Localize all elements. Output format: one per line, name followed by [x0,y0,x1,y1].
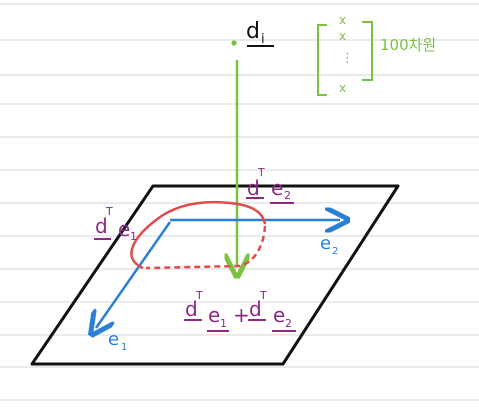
vector-entry-3: ⋮ [341,51,354,66]
vector-entry-4: x [339,81,346,95]
proj-e2-vec: e [271,176,283,200]
sum-plus: + [233,303,250,327]
proj-e1-d: d [95,214,108,238]
sum-term2-d: d [249,297,262,321]
vector-entry-2: x [339,29,346,43]
proj-e1-sup: T [105,205,113,218]
sum-term2-vec-sub: 2 [285,317,292,330]
proj-e1-vec: e [118,217,130,241]
vector-entry-1: x [339,13,346,27]
plane-parallelogram [30,184,400,366]
projection-region-solid [130,200,267,270]
proj-e2-sup: T [257,166,265,179]
proj-e2-d: d [247,176,260,200]
axis-e1-label-sub: 1 [121,342,127,353]
sum-term1-d: d [185,297,198,321]
proj-e2-vec-sub: 2 [284,189,291,202]
proj-e1-vec-sub: 1 [130,230,137,243]
sum-term1-vec-sub: 1 [220,317,227,330]
sum-term1-sup: T [195,289,203,302]
axis-e2-label: e [320,233,331,254]
axis-e2-label-sub: 2 [332,246,338,257]
data-point-di [231,40,237,46]
point-label-sub: i [261,32,265,47]
axis-e1-arrow [96,221,172,328]
axis-e1-label: e [108,329,119,350]
sum-term1-vec: e [208,303,220,327]
vector-bracket [317,21,373,96]
point-label: d [246,19,260,44]
sum-term2-vec: e [273,303,285,327]
ruled-lines [0,3,479,401]
dims-note: 100차원 [380,36,436,54]
sum-term2-sup: T [259,289,267,302]
projection-region-dashed [145,225,267,270]
